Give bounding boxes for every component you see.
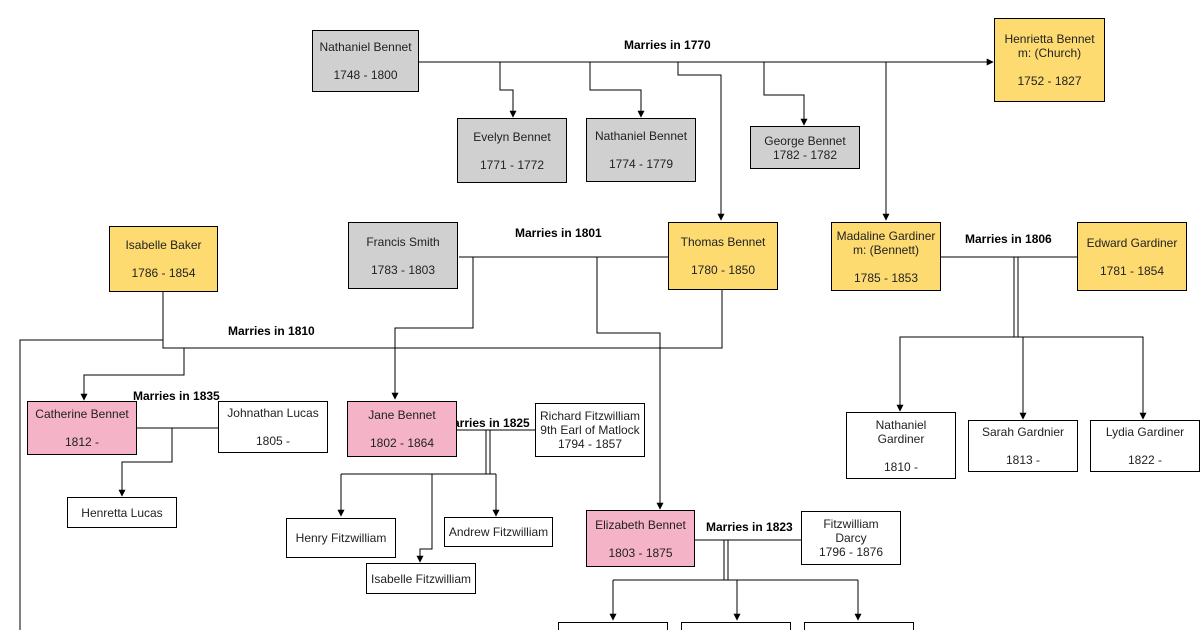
person-evelyn-bennet[interactable]: Evelyn Bennet 1771 - 1772 bbox=[457, 118, 567, 183]
person-henretta-lucas[interactable]: Henretta Lucas bbox=[67, 497, 177, 528]
person-dates: 1822 - bbox=[1127, 453, 1163, 467]
person-dates: 1796 - 1876 bbox=[818, 545, 884, 559]
person-name: Nathaniel Bennet bbox=[594, 129, 688, 143]
person-henrietta-bennet[interactable]: Henrietta Bennet m: (Church) 1752 - 1827 bbox=[994, 18, 1105, 102]
connector-thomas bbox=[677, 62, 725, 221]
person-dates: 1774 - 1779 bbox=[608, 157, 674, 171]
person-darcy-child-b[interactable] bbox=[681, 622, 791, 630]
connector-lydia bbox=[1016, 336, 1147, 420]
marriage-label-1825: Marries in 1825 bbox=[443, 416, 530, 430]
person-name: Thomas Bennet bbox=[680, 235, 766, 249]
person-name: Nathaniel Gardiner bbox=[875, 417, 927, 446]
person-dates: 1771 - 1772 bbox=[479, 157, 545, 172]
person-darcy-child-a[interactable] bbox=[558, 622, 668, 630]
person-name: Edward Gardiner bbox=[1086, 235, 1178, 250]
person-name: George Bennet bbox=[764, 133, 846, 148]
person-isabelle-fitzwilliam[interactable]: Isabelle Fitzwilliam bbox=[366, 563, 476, 594]
connector-fitzwilliam-double bbox=[485, 430, 491, 474]
person-nathaniel-bennet-sr[interactable]: Nathaniel Bennet 1748 - 1800 bbox=[312, 30, 419, 92]
marriage-label-1810: Marries in 1810 bbox=[228, 324, 315, 338]
connector-evelyn bbox=[499, 62, 517, 118]
person-name: Henry Fitzwilliam bbox=[295, 531, 387, 545]
person-name: Francis Smith bbox=[366, 234, 440, 249]
person-henry-fitzwilliam[interactable]: Henry Fitzwilliam bbox=[286, 518, 396, 558]
person-name: Henretta Lucas bbox=[81, 505, 163, 520]
person-name: Richard Fitzwilliam 9th Earl of Matlock bbox=[539, 409, 640, 437]
person-dates: 1794 - 1857 bbox=[557, 437, 623, 451]
person-dates: 1748 - 1800 bbox=[333, 68, 398, 82]
person-catherine-bennet[interactable]: Catherine Bennet 1812 - bbox=[27, 401, 137, 455]
person-dates: 1802 - 1864 bbox=[369, 436, 435, 450]
connector-gardiner-double bbox=[1013, 257, 1019, 337]
person-johnathan-lucas[interactable]: Johnathan Lucas 1805 - bbox=[218, 401, 328, 453]
person-name: Jane Bennet bbox=[368, 408, 436, 422]
connector-left-edge bbox=[19, 339, 163, 630]
person-dates: 1803 - 1875 bbox=[608, 545, 673, 560]
person-dates: 1810 - bbox=[883, 459, 919, 474]
person-edward-gardiner[interactable]: Edward Gardiner 1781 - 1854 bbox=[1077, 222, 1187, 291]
person-name: Fitzwilliam Darcy bbox=[823, 517, 879, 545]
person-dates: 1785 - 1853 bbox=[853, 270, 919, 285]
person-name: Madaline Gardiner m: (Bennett) bbox=[836, 228, 936, 257]
person-nathaniel-bennet-jr[interactable]: Nathaniel Bennet 1774 - 1779 bbox=[586, 118, 696, 182]
connector-nathaniel-g bbox=[896, 336, 1016, 412]
connector-jane bbox=[391, 257, 474, 400]
person-dates: 1805 - bbox=[255, 434, 291, 448]
person-george-bennet[interactable]: George Bennet 1782 - 1782 bbox=[750, 126, 860, 169]
person-name: Andrew Fitzwilliam bbox=[448, 525, 549, 539]
connector-isabelle-f bbox=[416, 474, 433, 563]
person-dates: 1752 - 1827 bbox=[1017, 74, 1082, 88]
marriage-label-1770: Marries in 1770 bbox=[624, 38, 711, 52]
person-dates: 1782 - 1782 bbox=[772, 147, 838, 162]
person-name: Isabelle Fitzwilliam bbox=[370, 571, 472, 586]
person-name: Evelyn Bennet bbox=[473, 129, 551, 144]
person-nathaniel-gardiner[interactable]: Nathaniel Gardiner 1810 - bbox=[846, 412, 956, 479]
person-fitzwilliam-darcy[interactable]: Fitzwilliam Darcy 1796 - 1876 bbox=[801, 511, 901, 565]
person-sarah-gardnier[interactable]: Sarah Gardnier 1813 - bbox=[968, 420, 1078, 472]
connector-henretta bbox=[118, 428, 173, 497]
connector-elizabeth bbox=[596, 257, 664, 510]
person-dates: 1783 - 1803 bbox=[370, 262, 436, 277]
marriage-label-1823: Marries in 1823 bbox=[706, 520, 793, 534]
person-darcy-child-c[interactable] bbox=[804, 622, 914, 630]
person-name: Elizabeth Bennet bbox=[595, 517, 686, 532]
person-name: Sarah Gardnier bbox=[981, 425, 1065, 439]
person-lydia-gardiner[interactable]: Lydia Gardiner 1822 - bbox=[1090, 420, 1200, 472]
person-thomas-bennet[interactable]: Thomas Bennet 1780 - 1850 bbox=[668, 222, 778, 290]
person-andrew-fitzwilliam[interactable]: Andrew Fitzwilliam bbox=[444, 517, 553, 547]
person-francis-smith[interactable]: Francis Smith 1783 - 1803 bbox=[348, 222, 458, 289]
connector-nathaniel-jr bbox=[589, 62, 645, 118]
marriage-label-1806: Marries in 1806 bbox=[965, 232, 1052, 246]
person-name: Isabelle Baker bbox=[125, 238, 202, 252]
person-elizabeth-bennet[interactable]: Elizabeth Bennet 1803 - 1875 bbox=[586, 510, 695, 567]
marriage-label-1835: Marries in 1835 bbox=[133, 389, 220, 403]
connector-george bbox=[763, 62, 808, 126]
person-dates: 1813 - bbox=[1005, 453, 1041, 467]
person-madaline-gardiner[interactable]: Madaline Gardiner m: (Bennett) 1785 - 18… bbox=[831, 222, 941, 291]
person-name: Henrietta Bennet m: (Church) bbox=[1004, 32, 1095, 60]
person-isabelle-baker[interactable]: Isabelle Baker 1786 - 1854 bbox=[109, 226, 218, 292]
person-name: Nathaniel Bennet bbox=[319, 40, 412, 54]
person-name: Catherine Bennet bbox=[35, 407, 129, 421]
connector-darcy-double bbox=[723, 540, 729, 580]
connector-sarah bbox=[1016, 336, 1027, 420]
marriage-line-1810 bbox=[162, 290, 723, 349]
person-name: Johnathan Lucas bbox=[227, 406, 319, 420]
person-dates: 1780 - 1850 bbox=[690, 263, 756, 277]
person-dates: 1786 - 1854 bbox=[131, 266, 196, 280]
person-jane-bennet[interactable]: Jane Bennet 1802 - 1864 bbox=[347, 401, 457, 457]
marriage-label-1801: Marries in 1801 bbox=[515, 226, 602, 240]
connector-catherine bbox=[80, 348, 185, 401]
person-dates: 1781 - 1854 bbox=[1099, 263, 1165, 278]
person-richard-fitzwilliam[interactable]: Richard Fitzwilliam 9th Earl of Matlock … bbox=[535, 403, 645, 457]
person-name: Lydia Gardiner bbox=[1105, 425, 1185, 439]
person-dates: 1812 - bbox=[64, 435, 100, 449]
